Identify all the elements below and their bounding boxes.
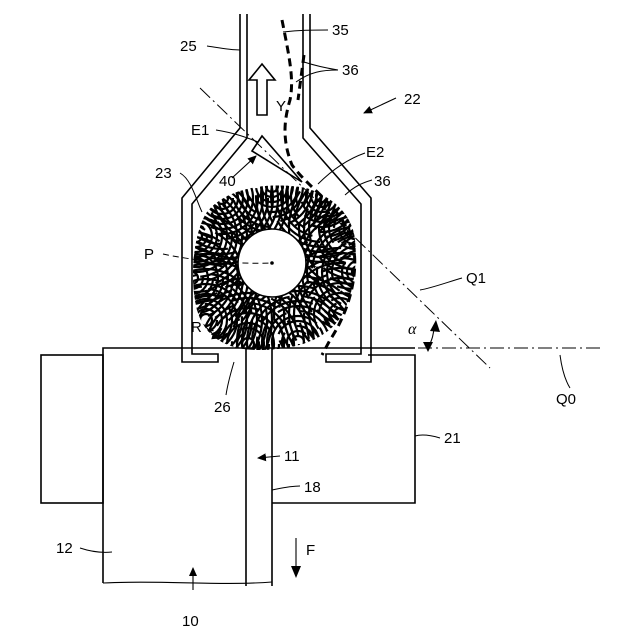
arrow-22 bbox=[364, 98, 396, 113]
label-Q0: Q0 bbox=[556, 391, 576, 408]
label-18: 18 bbox=[304, 479, 321, 496]
fiber-arc bbox=[297, 211, 419, 333]
label-40: 40 bbox=[219, 173, 236, 190]
label-E2: E2 bbox=[366, 144, 384, 161]
angle-alpha-head-2 bbox=[430, 320, 440, 332]
label-25: 25 bbox=[180, 38, 197, 55]
label-R: R bbox=[191, 319, 202, 336]
label-12: 12 bbox=[56, 540, 73, 557]
label-35: 35 bbox=[332, 22, 349, 39]
arrow-11 bbox=[258, 456, 280, 458]
label-11: 11 bbox=[284, 448, 300, 465]
left-side-block bbox=[41, 355, 103, 503]
rotor-center-P bbox=[270, 261, 274, 265]
arrow-F-head bbox=[291, 566, 301, 578]
label-36-top: 36 bbox=[342, 62, 359, 79]
edge-element-40 bbox=[252, 136, 302, 182]
angle-alpha-head-1 bbox=[423, 342, 433, 352]
label-36-right: 36 bbox=[374, 173, 391, 190]
right-block bbox=[272, 355, 415, 503]
label-F: F bbox=[306, 542, 315, 559]
label-E1: E1 bbox=[191, 122, 209, 139]
label-26: 26 bbox=[214, 399, 231, 416]
leader-lines bbox=[80, 30, 570, 552]
label-10: 10 bbox=[182, 613, 199, 630]
label-Y: Y bbox=[276, 98, 286, 115]
main-body-block bbox=[103, 348, 415, 583]
label-23: 23 bbox=[155, 165, 172, 182]
arrow-Y bbox=[249, 64, 275, 115]
label-21: 21 bbox=[444, 430, 461, 447]
label-P: P bbox=[144, 246, 154, 263]
label-alpha: α bbox=[408, 321, 417, 338]
label-22: 22 bbox=[404, 91, 421, 108]
label-Q1: Q1 bbox=[466, 270, 486, 287]
passage-11 bbox=[246, 348, 272, 586]
